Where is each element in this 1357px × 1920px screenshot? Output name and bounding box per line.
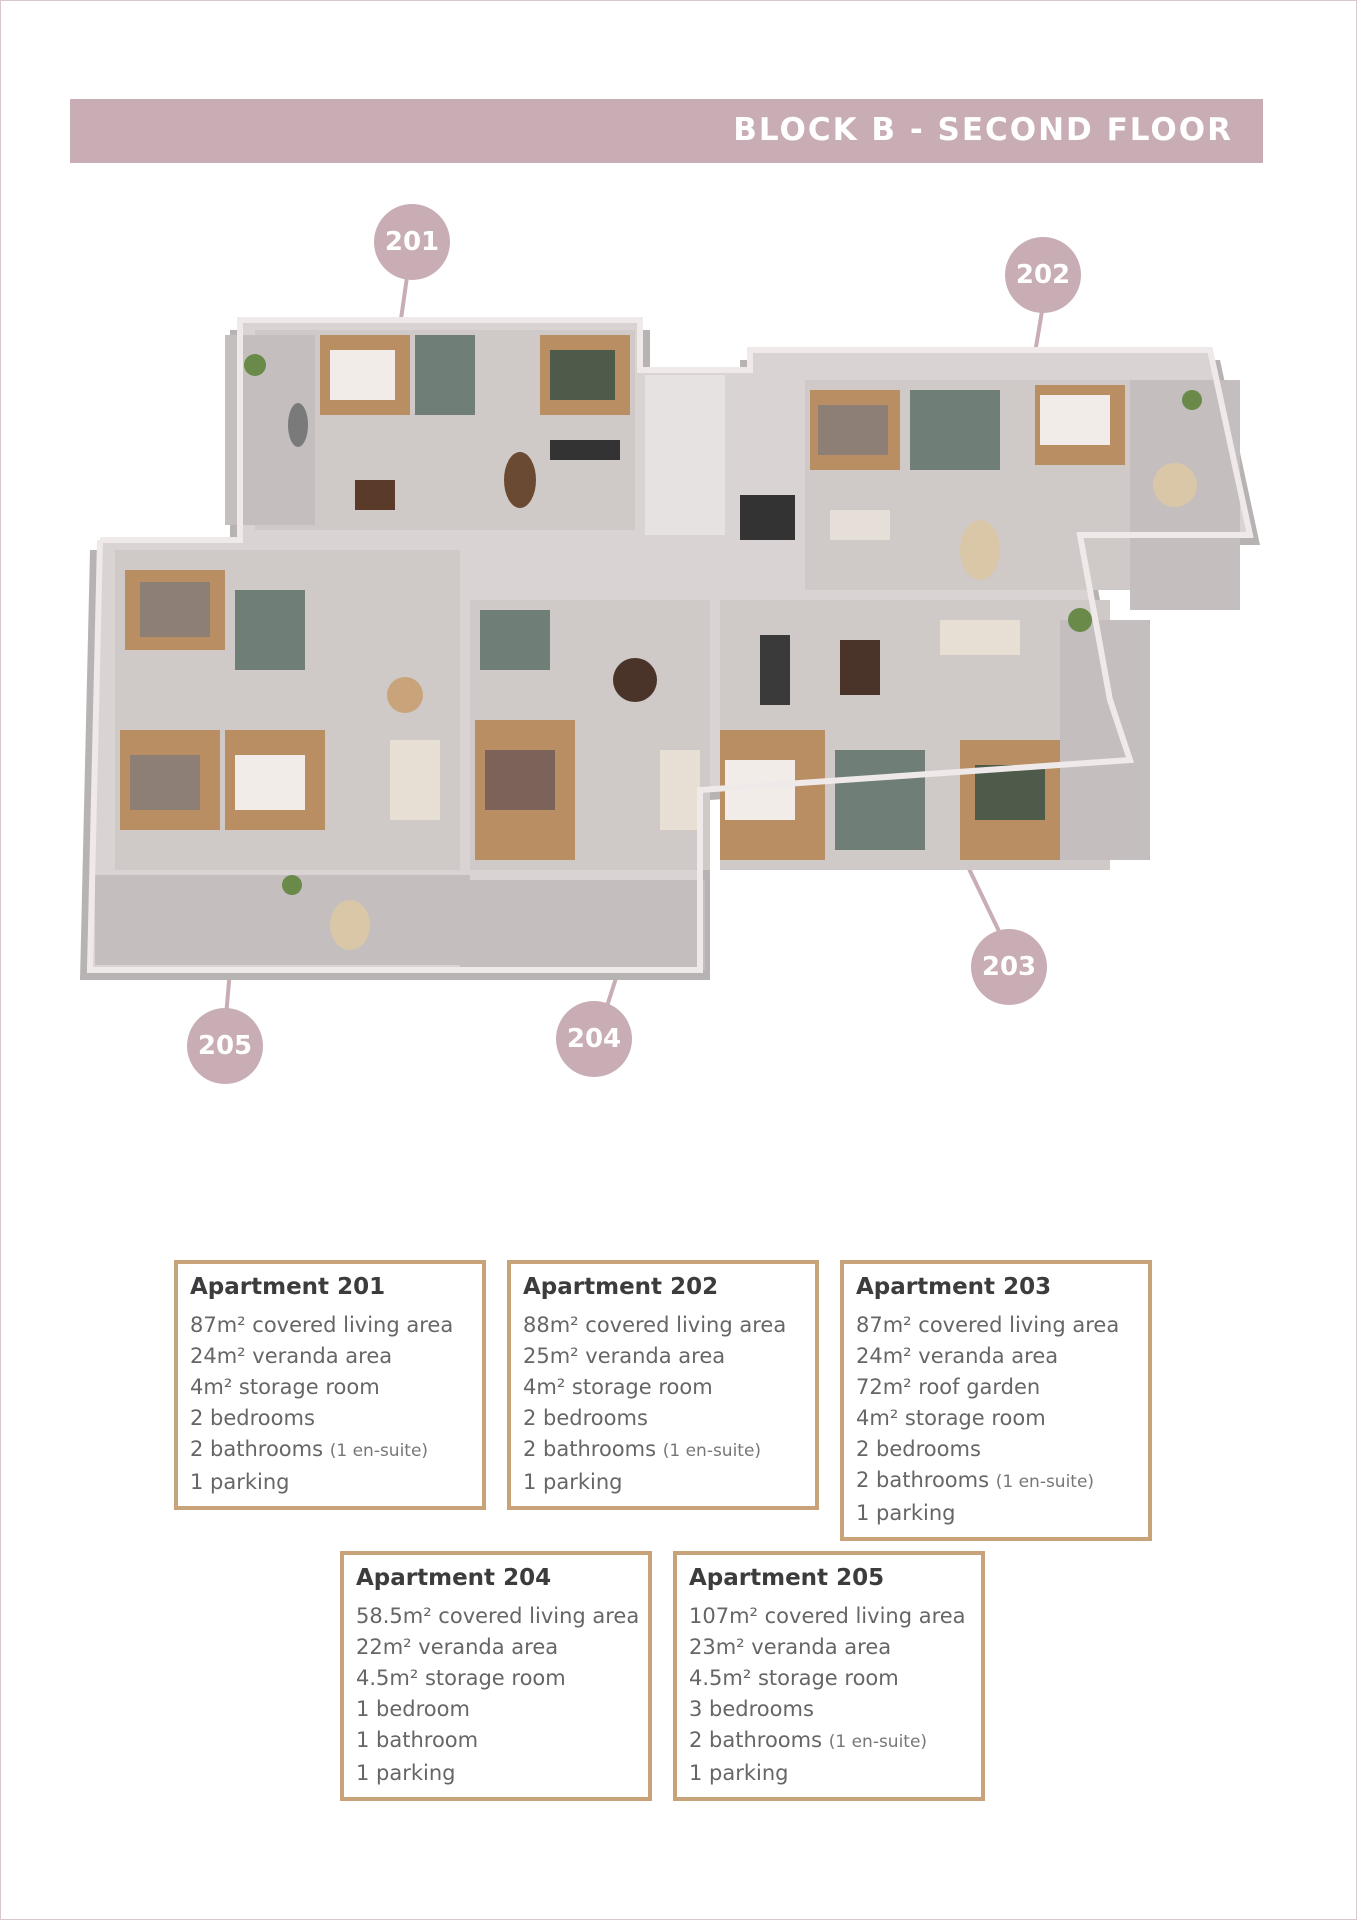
header-bar: BLOCK B - SECOND FLOOR xyxy=(70,99,1263,163)
floor-plan-illustration xyxy=(80,269,1260,1029)
spec-line: 4m² storage room xyxy=(856,1406,1046,1430)
table-203 xyxy=(840,640,880,695)
unit-marker-204: 204 xyxy=(556,1001,632,1077)
apartment-title: Apartment 201 xyxy=(190,1274,386,1300)
spec-line: 88m² covered living area xyxy=(523,1313,787,1337)
room-204-bed xyxy=(485,750,555,810)
spec-line: 1 bedroom xyxy=(356,1697,470,1721)
unit-marker-202: 202 xyxy=(1005,237,1081,313)
spec-line-bathrooms: 2 bathrooms (1 en-suite) xyxy=(523,1437,762,1461)
spec-line: 72m² roof garden xyxy=(856,1375,1041,1399)
table-201 xyxy=(504,452,536,508)
unit-marker-205: 205 xyxy=(187,1008,263,1084)
apartment-card-204: Apartment 204 58.5m² covered living area… xyxy=(340,1551,652,1801)
apartment-card-205: Apartment 205 107m² covered living area … xyxy=(673,1551,985,1801)
room-201-bed xyxy=(330,350,395,400)
unit-marker-201: 201 xyxy=(374,204,450,280)
apartment-card-201: Apartment 201 87m² covered living area 2… xyxy=(174,1260,486,1510)
room-201-bath xyxy=(415,335,475,415)
sofa-201 xyxy=(355,480,395,510)
room-202-bed2 xyxy=(1040,395,1110,445)
apartment-title: Apartment 202 xyxy=(523,1274,719,1300)
kitchen-203 xyxy=(760,635,790,705)
spec-line: 4m² storage room xyxy=(523,1375,713,1399)
apartment-title: Apartment 204 xyxy=(356,1565,552,1591)
room-205-bed2 xyxy=(130,755,200,810)
spec-line: 2 bedrooms xyxy=(190,1406,315,1430)
chair-201 xyxy=(288,403,308,447)
sofa-204 xyxy=(660,750,700,830)
spec-line: 2 bedrooms xyxy=(856,1437,981,1461)
room-205-bed1 xyxy=(140,582,210,637)
spec-line: 23m² veranda area xyxy=(689,1635,892,1659)
spec-line-bathrooms: 1 bathroom xyxy=(356,1728,479,1752)
room-201-bed2 xyxy=(550,350,615,400)
sofa-205 xyxy=(390,740,440,820)
spec-line-parking: 1 parking xyxy=(523,1470,623,1494)
room-204-bath xyxy=(480,610,550,670)
spec-line: 22m² veranda area xyxy=(356,1635,559,1659)
spec-line-bathrooms: 2 bathrooms (1 en-suite) xyxy=(856,1468,1095,1492)
room-203-bed2 xyxy=(975,765,1045,820)
apartment-card-203: Apartment 203 87m² covered living area 2… xyxy=(840,1260,1152,1541)
apartment-title: Apartment 205 xyxy=(689,1565,885,1591)
spec-line-parking: 1 parking xyxy=(856,1501,956,1525)
terrace-table-202 xyxy=(1153,463,1197,507)
spec-line: 107m² covered living area xyxy=(689,1604,966,1628)
room-205-bed3 xyxy=(235,755,305,810)
spec-line: 58.5m² covered living area xyxy=(356,1604,640,1628)
table-204 xyxy=(613,658,657,702)
spec-line: 24m² veranda area xyxy=(190,1344,393,1368)
spec-line: 4.5m² storage room xyxy=(356,1666,566,1690)
table-202 xyxy=(960,520,1000,580)
spec-line: 87m² covered living area xyxy=(190,1313,454,1337)
spec-line: 4m² storage room xyxy=(190,1375,380,1399)
spec-line: 87m² covered living area xyxy=(856,1313,1120,1337)
room-202-bed xyxy=(818,405,888,455)
stair-core xyxy=(645,375,725,535)
bench-205 xyxy=(330,900,370,950)
terrace-205 xyxy=(95,875,470,965)
terrace-204 xyxy=(460,880,705,970)
apartment-card-202: Apartment 202 88m² covered living area 2… xyxy=(507,1260,819,1510)
plant-202 xyxy=(1182,390,1202,410)
plant-203 xyxy=(1068,608,1092,632)
sofa-203 xyxy=(940,620,1020,655)
island-202 xyxy=(830,510,890,540)
plant-201 xyxy=(244,354,266,376)
table-205 xyxy=(387,677,423,713)
spec-line-parking: 1 parking xyxy=(356,1761,456,1785)
kitchen-201 xyxy=(550,440,620,460)
building-outline xyxy=(86,317,1254,973)
page-title: BLOCK B - SECOND FLOOR xyxy=(733,112,1233,148)
spec-line-bathrooms: 2 bathrooms (1 en-suite) xyxy=(689,1728,928,1752)
room-202-bath xyxy=(910,390,1000,470)
spec-line-parking: 1 parking xyxy=(190,1470,290,1494)
spec-line: 3 bedrooms xyxy=(689,1697,814,1721)
spec-line: 25m² veranda area xyxy=(523,1344,726,1368)
spec-line-parking: 1 parking xyxy=(689,1761,789,1785)
spec-line: 4.5m² storage room xyxy=(689,1666,899,1690)
room-203-bath xyxy=(835,750,925,850)
spec-line-bathrooms: 2 bathrooms (1 en-suite) xyxy=(190,1437,429,1461)
spec-line: 2 bedrooms xyxy=(523,1406,648,1430)
unit-marker-203: 203 xyxy=(971,929,1047,1005)
apartment-title: Apartment 203 xyxy=(856,1274,1052,1300)
elevator xyxy=(740,495,795,540)
room-205-bath xyxy=(235,590,305,670)
plant-205 xyxy=(282,875,302,895)
spec-line: 24m² veranda area xyxy=(856,1344,1059,1368)
